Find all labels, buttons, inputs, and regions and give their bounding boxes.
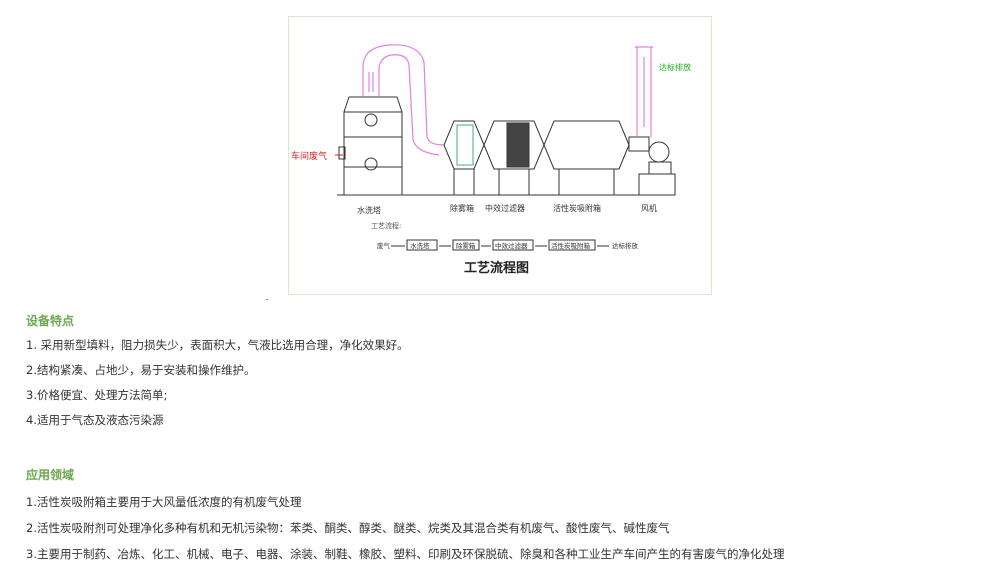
flow-step: 活性炭吸附箱 [551,241,591,250]
process-flow-drawing: 车间废气 达标排放 水洗塔 除雾箱 中效过滤器 活性炭吸附箱 风机 工艺流程: … [291,44,691,276]
demister-box [443,120,485,195]
applications-title: 应用领域 [26,468,75,482]
application-item: 2.活性炭吸附剂可处理净化多种有机和无机污染物：苯类、酮类、醇类、醚类、烷类及其… [26,521,670,535]
label-water-scrubber: 水洗塔 [357,205,381,215]
medium-filter [483,120,545,195]
label-carbon-box: 活性炭吸附箱 [553,203,601,213]
fan-and-stack [628,136,676,196]
flow-step: 废气 [377,241,391,250]
water-scrubber-tower [338,96,403,196]
input-label: 车间废气 [291,150,327,162]
application-item: 1.活性炭吸附箱主要用于大风量低浓度的有机废气处理 [26,495,302,509]
exhaust-stack [635,46,653,137]
divider-dot [266,299,268,300]
exhaust-duct [362,44,445,156]
flow-step: 除雾箱 [456,241,476,250]
flow-step: 水洗塔 [410,241,430,250]
carbon-adsorption-box [543,120,630,195]
label-medium-filter: 中效过滤器 [485,203,525,213]
diagram-title: 工艺流程图 [464,260,529,276]
flow-step: 中效过滤器 [495,241,528,250]
features-title: 设备特点 [26,314,75,328]
process-caption: 工艺流程: [371,221,401,230]
feature-item: 2.结构紧凑、占地少，易于安装和操作维护。 [26,363,256,377]
label-demister: 除雾箱 [450,203,474,213]
label-fan: 风机 [641,203,657,213]
process-flow-diagram: 车间废气 达标排放 水洗塔 除雾箱 中效过滤器 活性炭吸附箱 风机 工艺流程: … [288,16,712,295]
flow-step: 达标排放 [612,241,639,250]
feature-item: 3.价格便宜、处理方法简单; [26,388,168,402]
application-item: 3.主要用于制药、冶炼、化工、机械、电子、电器、涂装、制鞋、橡胶、塑料、印刷及环… [26,547,785,561]
output-label: 达标排放 [659,62,691,72]
flow-chain: 废气 水洗塔 除雾箱 中效过滤器 活性炭吸附箱 达标排放 [377,239,639,251]
feature-item: 4.适用于气态及液态污染源 [26,413,164,427]
feature-item: 1. 采用新型填料，阻力损失少，表面积大，气液比选用合理，净化效果好。 [26,338,409,352]
